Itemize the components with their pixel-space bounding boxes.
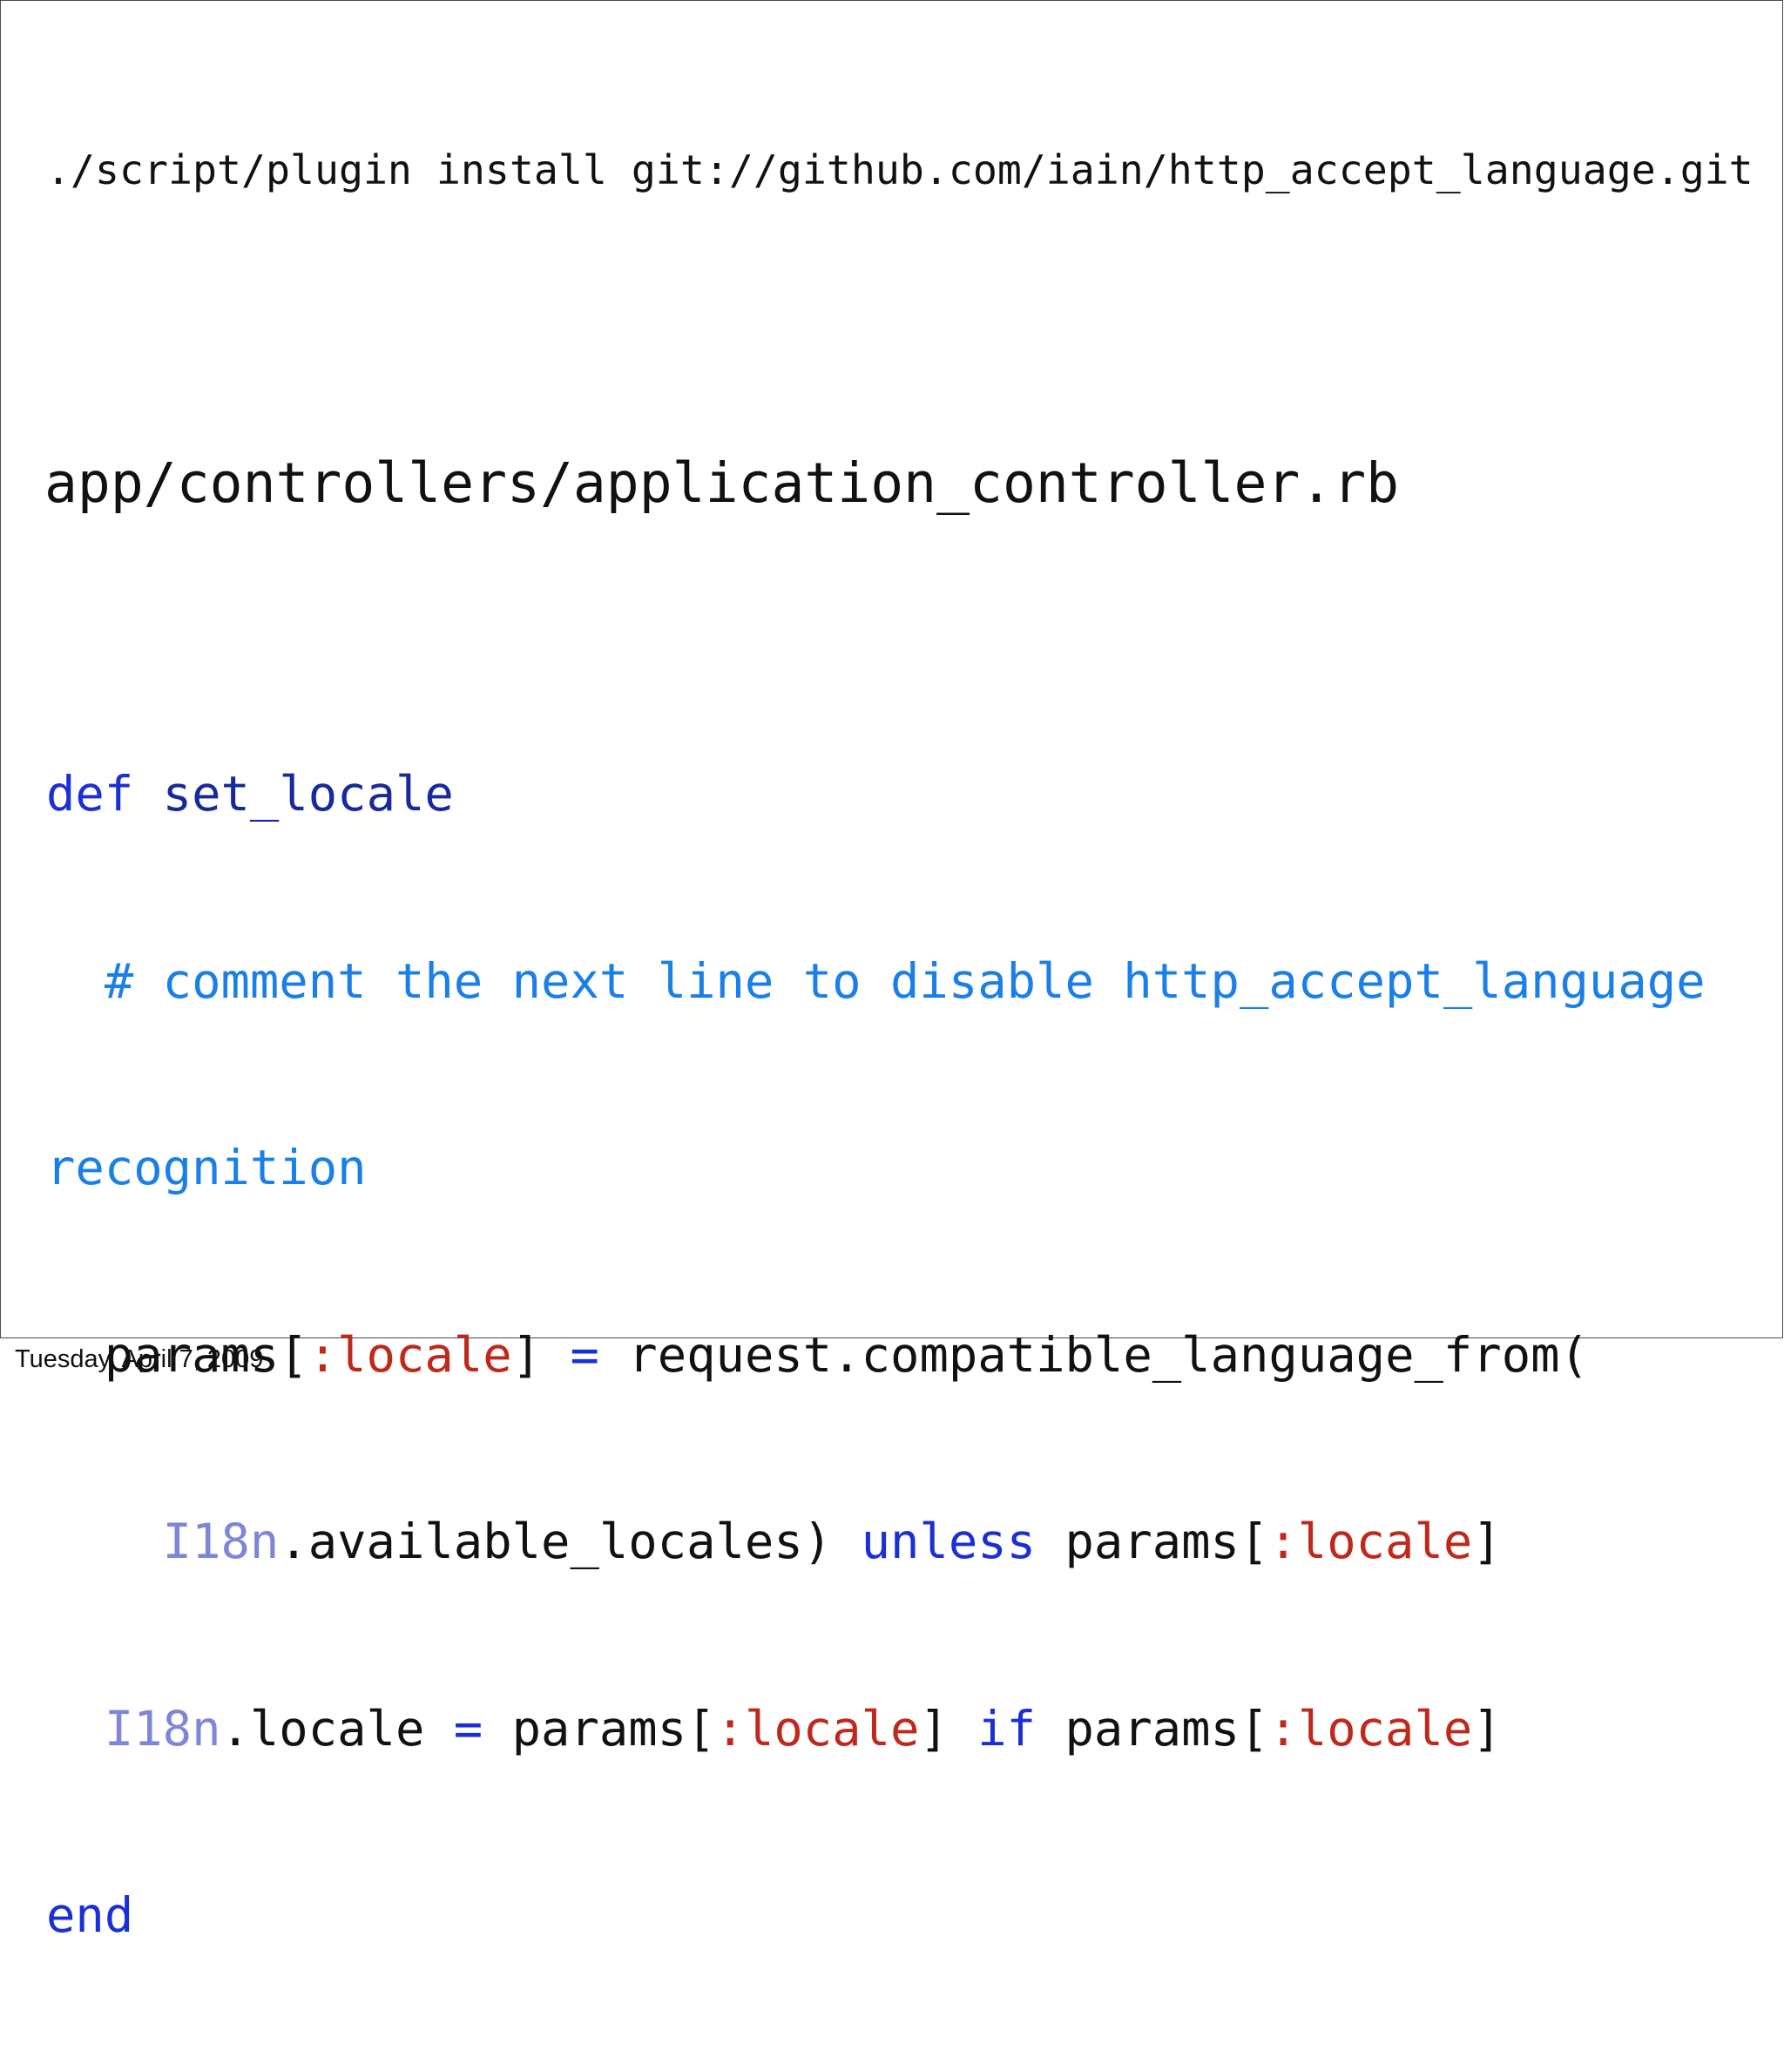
method-name: set_locale <box>162 766 454 823</box>
code-text: request.compatible_language_from( <box>598 1326 1589 1384</box>
keyword-def: def <box>46 766 134 823</box>
code-text: params[ <box>1036 1513 1269 1570</box>
code-line-params-assign: params[:locale] = request.compatible_lan… <box>46 1324 1706 1387</box>
code-text: params[ <box>483 1700 716 1757</box>
code-text: params[ <box>1036 1700 1269 1757</box>
code-line-end: end <box>46 1885 1706 1947</box>
keyword-if: if <box>977 1700 1037 1757</box>
file-path-heading: app/controllers/application_controller.r… <box>44 451 1400 515</box>
code-line-comment: # comment the next line to disable http_… <box>46 951 1706 1013</box>
code-line-available-locales: I18n.available_locales) unless params[:l… <box>46 1511 1706 1574</box>
code-indent <box>46 1513 163 1570</box>
code-text: .locale <box>220 1700 454 1757</box>
code-comment-continuation: recognition <box>46 1140 367 1196</box>
code-line-i18n-locale: I18n.locale = params[:locale] if params[… <box>46 1698 1706 1761</box>
symbol-locale: :locale <box>1268 1700 1473 1757</box>
code-text: params[ <box>104 1326 308 1384</box>
footer-date: Tuesday, April 7, 2009 <box>15 1345 264 1373</box>
operator-assign: = <box>453 1700 483 1757</box>
keyword-unless: unless <box>861 1513 1037 1570</box>
code-space <box>133 766 162 823</box>
constant-i18n: I18n <box>162 1513 280 1570</box>
install-command: ./script/plugin install git://github.com… <box>46 146 1754 193</box>
code-text: ] <box>919 1700 978 1757</box>
slide: ./script/plugin install git://github.com… <box>0 0 1783 1944</box>
symbol-locale: :locale <box>715 1700 920 1757</box>
symbol-locale: :locale <box>307 1326 512 1384</box>
code-indent <box>46 1701 105 1757</box>
code-block: def set_locale # comment the next line t… <box>46 639 1706 2072</box>
symbol-locale: :locale <box>1268 1513 1473 1570</box>
keyword-end: end <box>46 1887 134 1944</box>
code-text: ] <box>1472 1700 1502 1757</box>
code-line-def: def set_locale <box>46 763 1706 826</box>
code-indent <box>46 953 105 1010</box>
code-text: ] <box>1472 1513 1502 1570</box>
code-text: .available_locales) <box>279 1513 862 1570</box>
code-line-comment-wrap: recognition <box>46 1137 1706 1200</box>
constant-i18n: I18n <box>104 1700 221 1757</box>
operator-assign: = <box>570 1326 599 1384</box>
code-text: ] <box>511 1326 571 1384</box>
code-comment: # comment the next line to disable http_… <box>104 952 1706 1010</box>
